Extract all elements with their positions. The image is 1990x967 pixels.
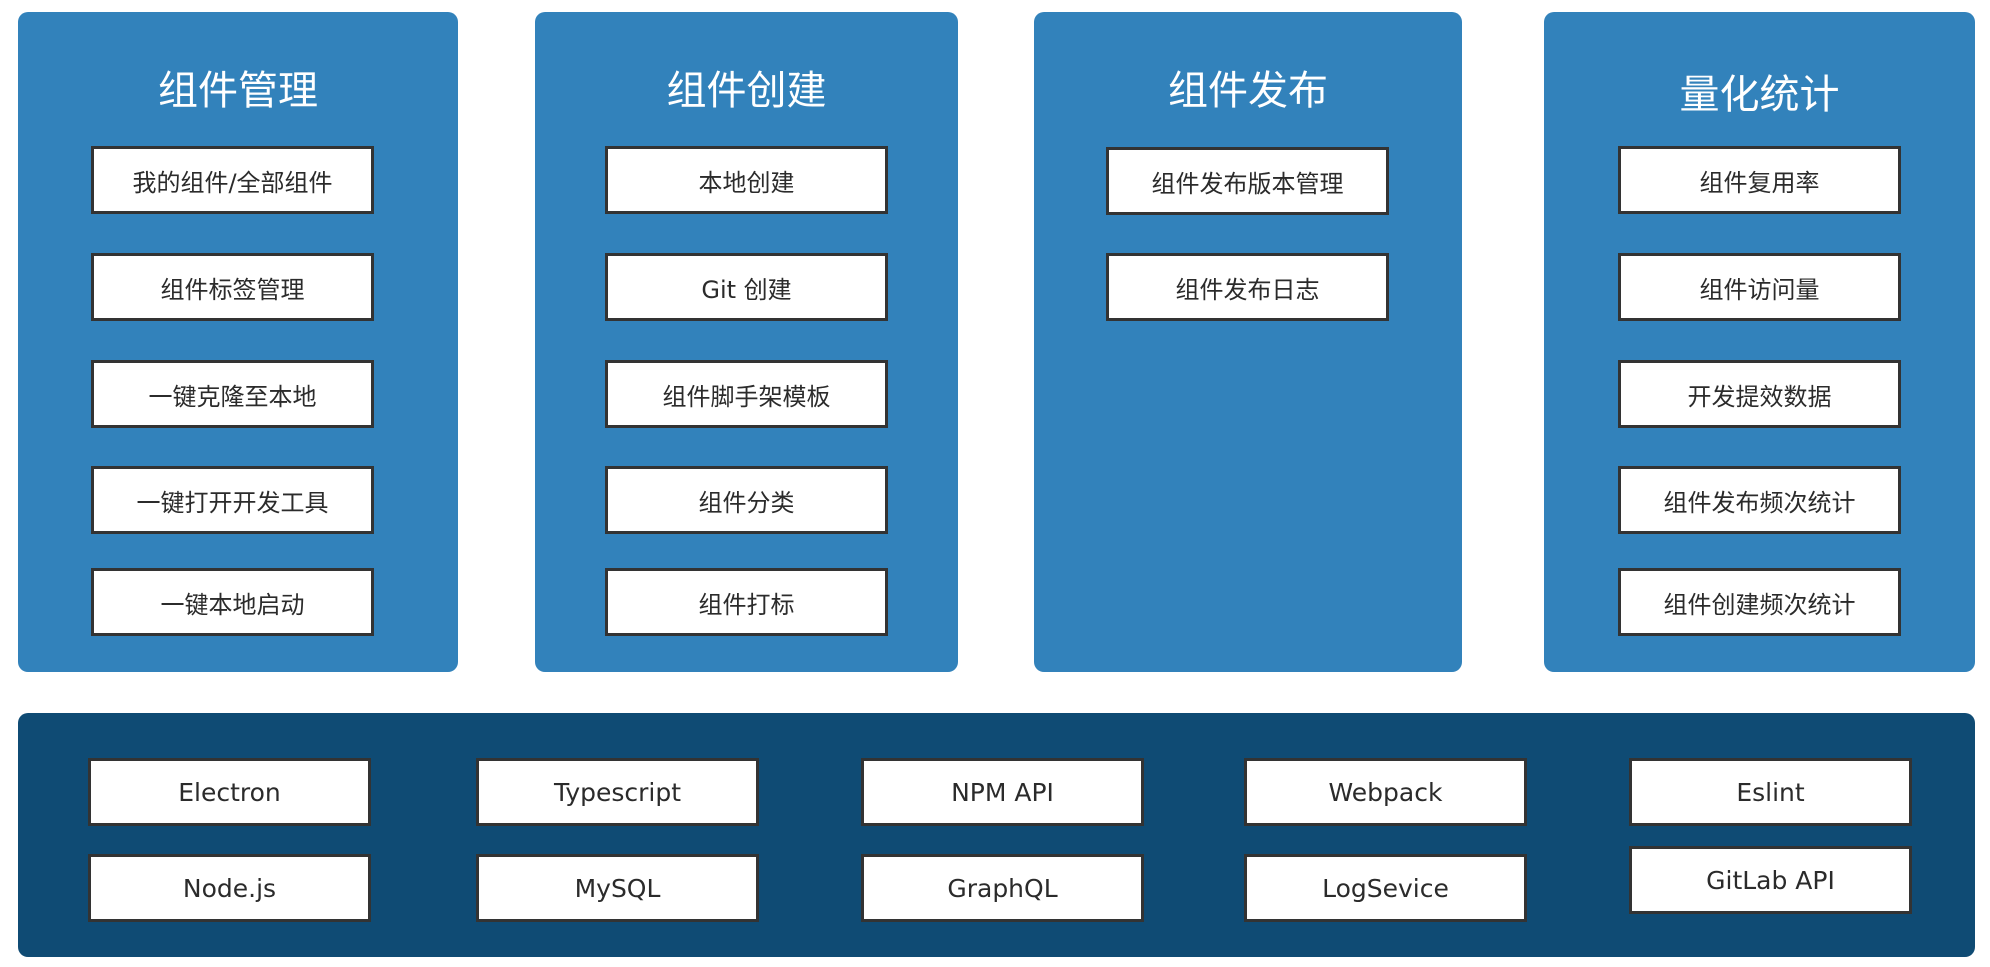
tech-box-webpack: Webpack [1244, 758, 1527, 826]
feature-box: 一键克隆至本地 [91, 360, 374, 428]
tech-box-eslint: Eslint [1629, 758, 1912, 826]
feature-box: 组件打标 [605, 568, 888, 636]
feature-box: 组件标签管理 [91, 253, 374, 321]
tech-box-graphql: GraphQL [861, 854, 1144, 922]
feature-box: 组件发布版本管理 [1106, 147, 1389, 215]
panel-component-management: 组件管理 我的组件/全部组件 组件标签管理 一键克隆至本地 一键打开开发工具 一… [18, 12, 458, 672]
tech-box-typescript: Typescript [476, 758, 759, 826]
tech-box-mysql: MySQL [476, 854, 759, 922]
panel-title: 组件管理 [158, 68, 318, 114]
feature-box: 开发提效数据 [1618, 360, 1901, 428]
panel-component-creation: 组件创建 本地创建 Git 创建 组件脚手架模板 组件分类 组件打标 [535, 12, 958, 672]
feature-box: 组件发布频次统计 [1618, 466, 1901, 534]
panel-quantitative-stats: 量化统计 组件复用率 组件访问量 开发提效数据 组件发布频次统计 组件创建频次统… [1544, 12, 1975, 672]
feature-box: 组件分类 [605, 466, 888, 534]
panel-title: 组件创建 [666, 68, 827, 114]
feature-box: 组件创建频次统计 [1618, 568, 1901, 636]
feature-box: 组件访问量 [1618, 253, 1901, 321]
tech-box-logsevice: LogSevice [1244, 854, 1527, 922]
panel-title: 组件发布 [1168, 68, 1328, 114]
tech-box-electron: Electron [88, 758, 371, 826]
feature-box: Git 创建 [605, 253, 888, 321]
tech-box-gitlab-api: GitLab API [1629, 846, 1912, 914]
panel-component-publish: 组件发布 组件发布版本管理 组件发布日志 [1034, 12, 1462, 672]
feature-box: 我的组件/全部组件 [91, 146, 374, 214]
tech-box-nodejs: Node.js [88, 854, 371, 922]
feature-box: 组件发布日志 [1106, 253, 1389, 321]
panel-title: 量化统计 [1679, 72, 1840, 118]
feature-box: 一键本地启动 [91, 568, 374, 636]
tech-stack-panel: Electron Typescript NPM API Webpack Esli… [18, 713, 1975, 957]
feature-box: 本地创建 [605, 146, 888, 214]
feature-box: 组件复用率 [1618, 146, 1901, 214]
tech-box-npm-api: NPM API [861, 758, 1144, 826]
feature-box: 组件脚手架模板 [605, 360, 888, 428]
feature-box: 一键打开开发工具 [91, 466, 374, 534]
